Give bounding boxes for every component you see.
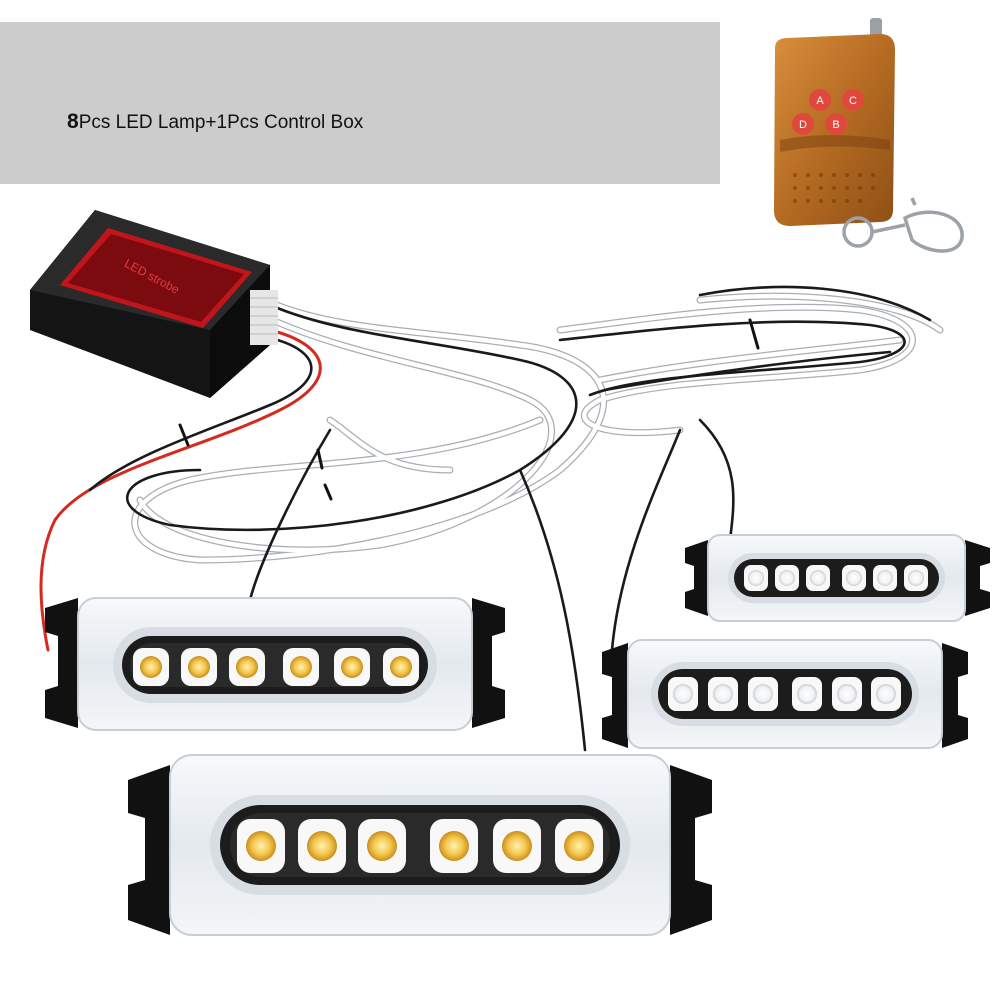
remote-button-a: [809, 89, 831, 111]
remote-label-a: A: [816, 95, 824, 107]
led-lamp-icon: [685, 534, 990, 622]
caption-count: 8: [67, 110, 79, 133]
remote-label-d: D: [799, 119, 807, 131]
led-lamp-icon: [602, 639, 968, 749]
product-caption: 8Pcs LED Lamp+1Pcs Control Box: [67, 110, 363, 134]
remote-label-b: B: [832, 119, 839, 131]
caption-banner: [0, 22, 720, 184]
remote-button-b: [825, 113, 847, 135]
caption-text: Pcs LED Lamp+1Pcs Control Box: [78, 112, 364, 133]
led-lamp-icon: [128, 754, 712, 936]
remote-button-c: [842, 89, 864, 111]
led-lamp-icon: [45, 597, 505, 731]
remote-control-icon: A C D B: [774, 18, 964, 253]
wire-harness: [39, 285, 944, 752]
remote-button-d: [792, 113, 814, 135]
key-ring-icon: [842, 197, 964, 253]
remote-label-c: C: [849, 95, 857, 107]
control-box-icon: LED strobe: [30, 210, 278, 398]
